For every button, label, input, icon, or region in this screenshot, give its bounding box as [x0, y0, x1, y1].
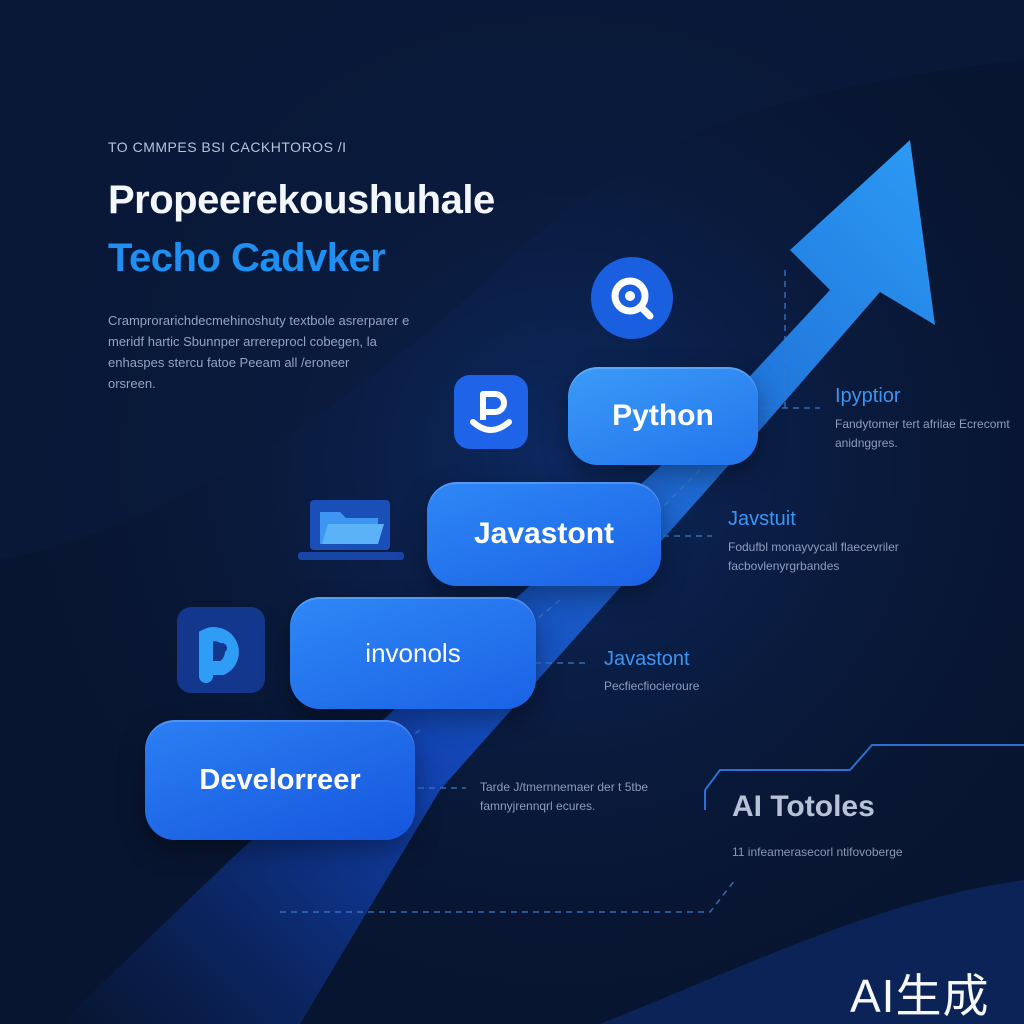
ai-tools-subtitle: 11 infeamerasecorl ntifovoberge: [732, 845, 903, 859]
callout-text: Fodufbl monayvycall flaecevriler facbovl…: [728, 538, 899, 576]
growth-arrow: [60, 140, 935, 1024]
ai-tools-title: AI Totoles: [732, 790, 875, 823]
callout-title: Javstuit: [728, 508, 796, 530]
ai-tools-bracket: [704, 744, 1024, 791]
step-develorreer: Develorreer: [145, 720, 415, 840]
callout-title: Javastont: [604, 648, 690, 670]
page-title: Propeerekoushuhale: [108, 178, 495, 222]
callout-line: Fodufbl monayvycall flaecevriler: [728, 540, 899, 554]
search-icon: [591, 257, 673, 339]
p-app-icon-2: [177, 607, 265, 693]
callout-line: Pecfiecfiocieroure: [604, 679, 700, 693]
description-line: enhaspes stercu fatoe Peeam all /eroneer: [108, 355, 350, 370]
callout-title: Ipyptior: [835, 385, 901, 407]
callout-text: Pecfiecfiocieroure: [604, 677, 699, 696]
page-subtitle: Techo Cadvker: [108, 236, 386, 280]
callout-text: Fandytomer tert afrilae Ecrecomt anidngg…: [835, 415, 1010, 453]
p-app-icon: [454, 375, 528, 449]
step-javastont: Javastont: [427, 482, 661, 586]
description-line: meridf hartic Sbunnper arrereprocl cobeg…: [108, 334, 377, 349]
kicker-text: TO CMMPES BSI CACKHTOROS /I: [108, 139, 347, 155]
callout-line: facbovlenyrgrbandes: [728, 559, 840, 573]
step-python: Python: [568, 367, 758, 465]
description-line: orsreen.: [108, 376, 156, 391]
description: Cramprorarichdecmehinoshuty textbole asr…: [108, 310, 428, 394]
description-line: Cramprorarichdecmehinoshuty textbole asr…: [108, 313, 410, 328]
callout-line: Fandytomer tert afrilae Ecrecomt: [835, 417, 1010, 431]
callout-line: Tarde J/tmernnemaer der t 5tbe: [480, 780, 649, 794]
callout-line: famnyjrennqrl ecures.: [480, 799, 596, 813]
laptop-folder-icon: [298, 500, 404, 560]
callout-line: anidnggres.: [835, 436, 898, 450]
step-invonols: invonols: [290, 597, 536, 709]
callout-text: Tarde J/tmernnemaer der t 5tbe famnyjren…: [480, 778, 648, 816]
watermark: AI生成: [850, 970, 990, 1022]
